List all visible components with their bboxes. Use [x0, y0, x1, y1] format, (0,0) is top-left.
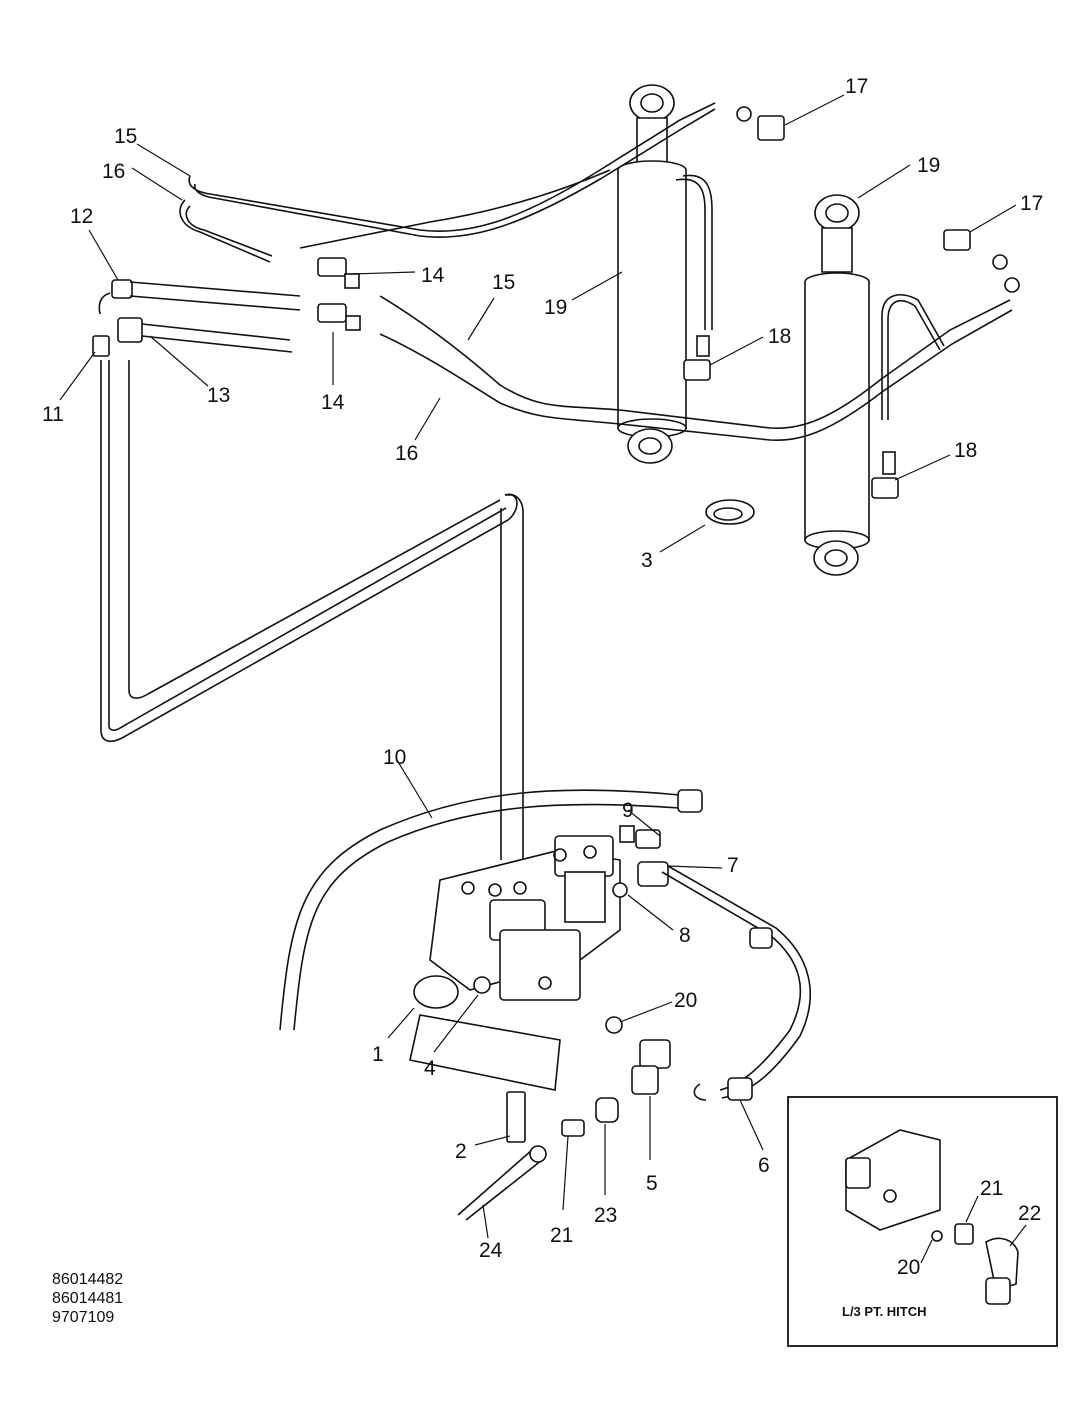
hydraulic-cylinder-left	[617, 84, 687, 464]
tee-fitting-14-lower	[317, 303, 361, 331]
reference-numbers: 86014482 86014481 9707109	[52, 1270, 123, 1327]
callout-20b: 20	[897, 1256, 920, 1279]
reference-number: 9707109	[52, 1309, 115, 1326]
callout-11: 11	[42, 403, 64, 426]
elbow-fitting-13	[117, 317, 293, 353]
callout-19a: 19	[544, 296, 567, 319]
callout-15b: 15	[492, 271, 515, 294]
elbow-fitting-17-upper	[736, 106, 785, 141]
tee-fitting-14-upper	[317, 257, 360, 289]
callout-14b: 14	[321, 391, 345, 414]
callout-15a: 15	[114, 125, 137, 148]
leader-lines	[59, 94, 1017, 1239]
callout-6: 6	[758, 1154, 770, 1177]
callout-10: 10	[383, 746, 406, 769]
adapter-fitting-11	[92, 335, 110, 357]
callout-numbers: 1 2 3 4 5 6 7 8 9 10 11 12 13 14 14 15 1…	[42, 75, 1043, 1279]
callout-17a: 17	[845, 75, 868, 98]
callout-16b: 16	[395, 442, 418, 465]
callout-24: 24	[479, 1239, 503, 1262]
hose-10	[279, 789, 703, 1031]
fittings-lower	[457, 499, 812, 1221]
hydraulic-cylinder-right	[804, 194, 870, 576]
callout-12: 12	[70, 205, 93, 228]
inset-label: L/3 PT. HITCH	[842, 1304, 927, 1319]
callout-21a: 21	[550, 1224, 573, 1247]
callout-18b: 18	[954, 439, 977, 462]
callout-1: 1	[372, 1043, 384, 1066]
callout-16a: 16	[102, 160, 125, 183]
inset-hitch-detail: L/3 PT. HITCH	[787, 1096, 1058, 1347]
elbow-fitting-12	[98, 279, 301, 315]
callout-14a: 14	[421, 264, 445, 287]
reference-number: 86014482	[52, 1271, 124, 1288]
callout-2: 2	[455, 1140, 467, 1163]
hydraulic-pipes	[179, 102, 1013, 442]
elbow-fitting-17-lower	[943, 229, 1020, 293]
callout-3: 3	[641, 549, 653, 572]
callout-5: 5	[646, 1172, 658, 1195]
callout-7: 7	[727, 854, 739, 877]
tee-fitting-18-upper	[683, 335, 711, 381]
callout-19b: 19	[917, 154, 940, 177]
callout-18a: 18	[768, 325, 791, 348]
reference-number: 86014481	[52, 1290, 124, 1307]
callout-9: 9	[622, 799, 634, 822]
tee-fitting-18-lower	[871, 451, 899, 499]
callout-13: 13	[207, 384, 230, 407]
callout-8: 8	[679, 924, 691, 947]
callout-4: 4	[424, 1057, 436, 1080]
callout-23: 23	[594, 1204, 617, 1227]
return-line-pipe	[100, 360, 524, 860]
callout-17b: 17	[1020, 192, 1043, 215]
callout-20a: 20	[674, 989, 697, 1012]
control-valve-assembly	[409, 835, 621, 1091]
callout-22: 22	[1018, 1202, 1041, 1225]
callout-21b: 21	[980, 1177, 1003, 1200]
